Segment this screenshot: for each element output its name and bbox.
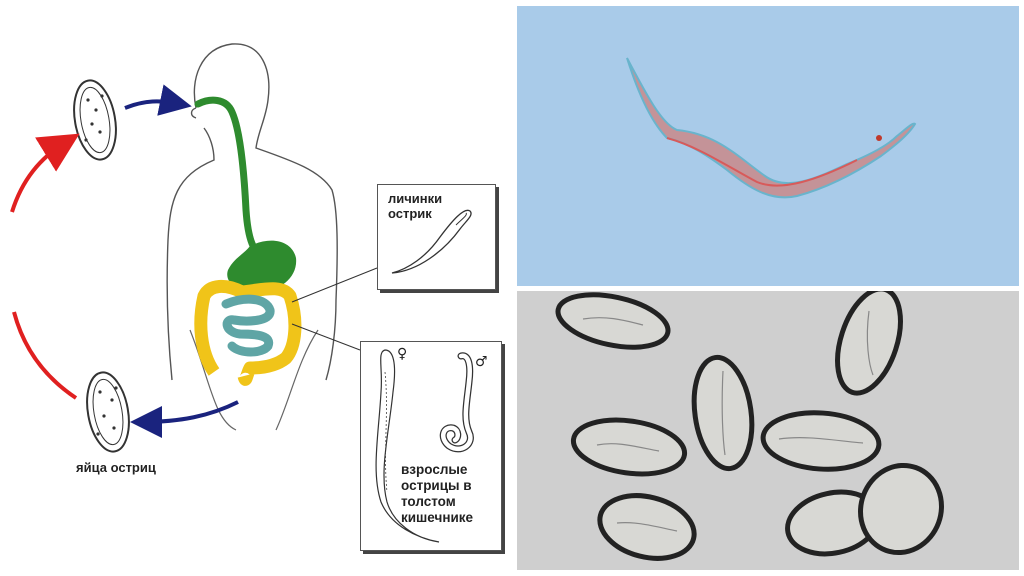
human-body-outline [166,43,338,381]
diagram-drawing [10,43,378,453]
pinworm-photo-drawing [626,57,917,199]
female-symbol: ♀ [397,346,408,362]
adults-leader-line [291,323,361,351]
egg-bottom-illustration [86,371,130,453]
stomach [227,240,297,292]
worm-body [626,57,917,199]
adults-box: ♀ ♂ взрослые острицы в толстом кишечнике [360,341,502,551]
egg-4 [570,417,688,477]
eggs-micrograph [517,291,1019,570]
arrow-egg-to-mouth [124,84,192,116]
egg-1 [555,292,671,350]
adult-worms-illustration [375,349,474,543]
adults-label: взрослые острицы в толстом кишечнике [401,462,474,525]
pinworm-photo [517,6,1019,286]
egg-8 [858,462,944,556]
eggs-micrograph-drawing [555,291,944,561]
male-symbol: ♂ [475,354,488,370]
larvae-label: личинки острик [388,191,443,221]
egg-6 [597,493,697,561]
torso-lines [189,329,319,431]
female-worm [375,349,440,543]
larvae-leader-line [291,267,378,303]
esophagus [194,96,268,260]
small-intestine [221,294,275,357]
eggs-label: яйца остриц [76,460,156,475]
cycle-arrow-upper [10,133,80,213]
pinworm-life-cycle-diagram: личинки острик ♀ ♂ взрослые острицы в то… [10,43,502,551]
egg-3 [691,354,755,472]
larva-illustration [391,209,472,274]
egg-5 [760,410,882,472]
egg-2 [835,291,903,396]
larvae-box: личинки острик [377,184,496,290]
arrow-body-to-egg [130,400,239,438]
large-intestine [194,280,302,386]
egg-top-illustration [73,79,117,161]
cycle-arrow-lower [12,311,78,400]
